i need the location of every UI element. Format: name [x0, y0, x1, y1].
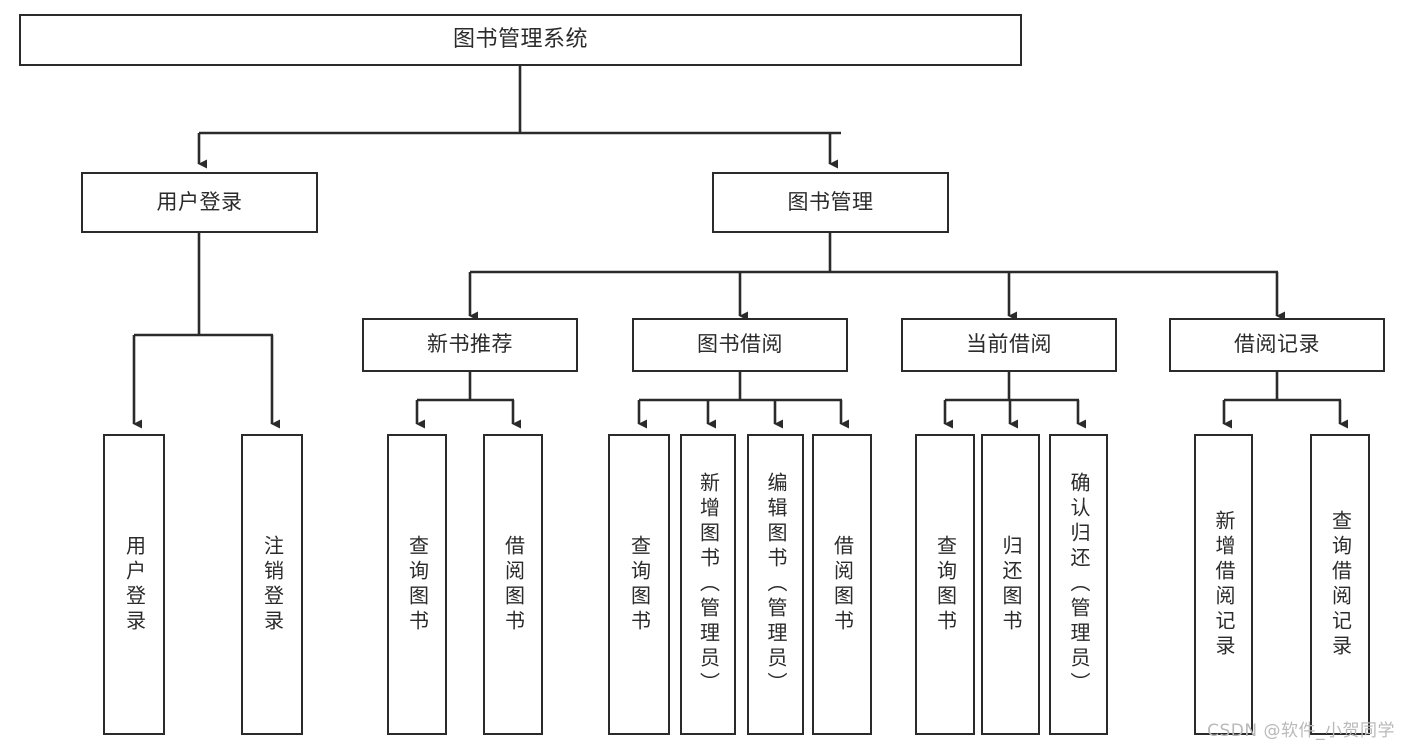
node-book-borrow[interactable]: 图书借阅: [632, 318, 848, 372]
node-leaf-user-login[interactable]: 用户登录: [103, 434, 165, 735]
node-user-login[interactable]: 用户登录: [81, 172, 318, 233]
node-leaf-borrow-book[interactable]: 借阅图书: [812, 434, 872, 735]
node-leaf-query-book-borrow[interactable]: 查询图书: [608, 434, 670, 735]
node-label: 编辑图书（管理员）: [764, 472, 788, 697]
node-leaf-add-borrow-record[interactable]: 新增借阅记录: [1194, 434, 1253, 735]
node-label: 注销登录: [260, 534, 285, 635]
node-leaf-query-borrow-record[interactable]: 查询借阅记录: [1310, 434, 1370, 735]
node-label: 当前借阅: [966, 332, 1052, 357]
node-label: 借阅图书: [501, 534, 526, 635]
node-label: 新书推荐: [427, 332, 513, 357]
node-leaf-confirm-return-admin[interactable]: 确认归还（管理员）: [1049, 434, 1108, 735]
node-leaf-logout[interactable]: 注销登录: [241, 434, 303, 735]
node-label: 归还图书: [999, 534, 1023, 635]
node-root-book-management-system[interactable]: 图书管理系统: [19, 14, 1022, 66]
node-label: 用户登录: [122, 534, 147, 635]
node-label: 新增借阅记录: [1212, 509, 1236, 660]
csdn-watermark: CSDN @软件_小贺同学: [1207, 721, 1395, 741]
node-leaf-query-book-recommend[interactable]: 查询图书: [387, 434, 447, 735]
node-new-book-recommend[interactable]: 新书推荐: [362, 318, 578, 372]
node-leaf-borrow-book-recommend[interactable]: 借阅图书: [483, 434, 543, 735]
node-label: 图书管理系统: [452, 26, 588, 52]
node-label: 图书借阅: [697, 332, 783, 357]
node-label: 借阅记录: [1234, 332, 1320, 357]
node-label: 查询图书: [405, 534, 430, 635]
node-label: 查询借阅记录: [1328, 509, 1353, 660]
node-label: 新增图书（管理员）: [696, 472, 721, 697]
node-label: 图书管理: [787, 189, 874, 214]
node-borrow-record[interactable]: 借阅记录: [1169, 318, 1385, 372]
node-leaf-add-book-admin[interactable]: 新增图书（管理员）: [680, 434, 736, 735]
node-label: 借阅图书: [830, 534, 855, 635]
node-label: 确认归还（管理员）: [1067, 472, 1091, 697]
node-book-management[interactable]: 图书管理: [712, 172, 949, 233]
node-label: 查询图书: [933, 534, 958, 635]
node-label: 用户登录: [156, 189, 243, 214]
node-leaf-return-book[interactable]: 归还图书: [981, 434, 1040, 735]
node-current-borrow[interactable]: 当前借阅: [901, 318, 1117, 372]
node-leaf-query-book-current[interactable]: 查询图书: [915, 434, 975, 735]
node-leaf-edit-book-admin[interactable]: 编辑图书（管理员）: [747, 434, 804, 735]
node-label: 查询图书: [627, 534, 652, 635]
